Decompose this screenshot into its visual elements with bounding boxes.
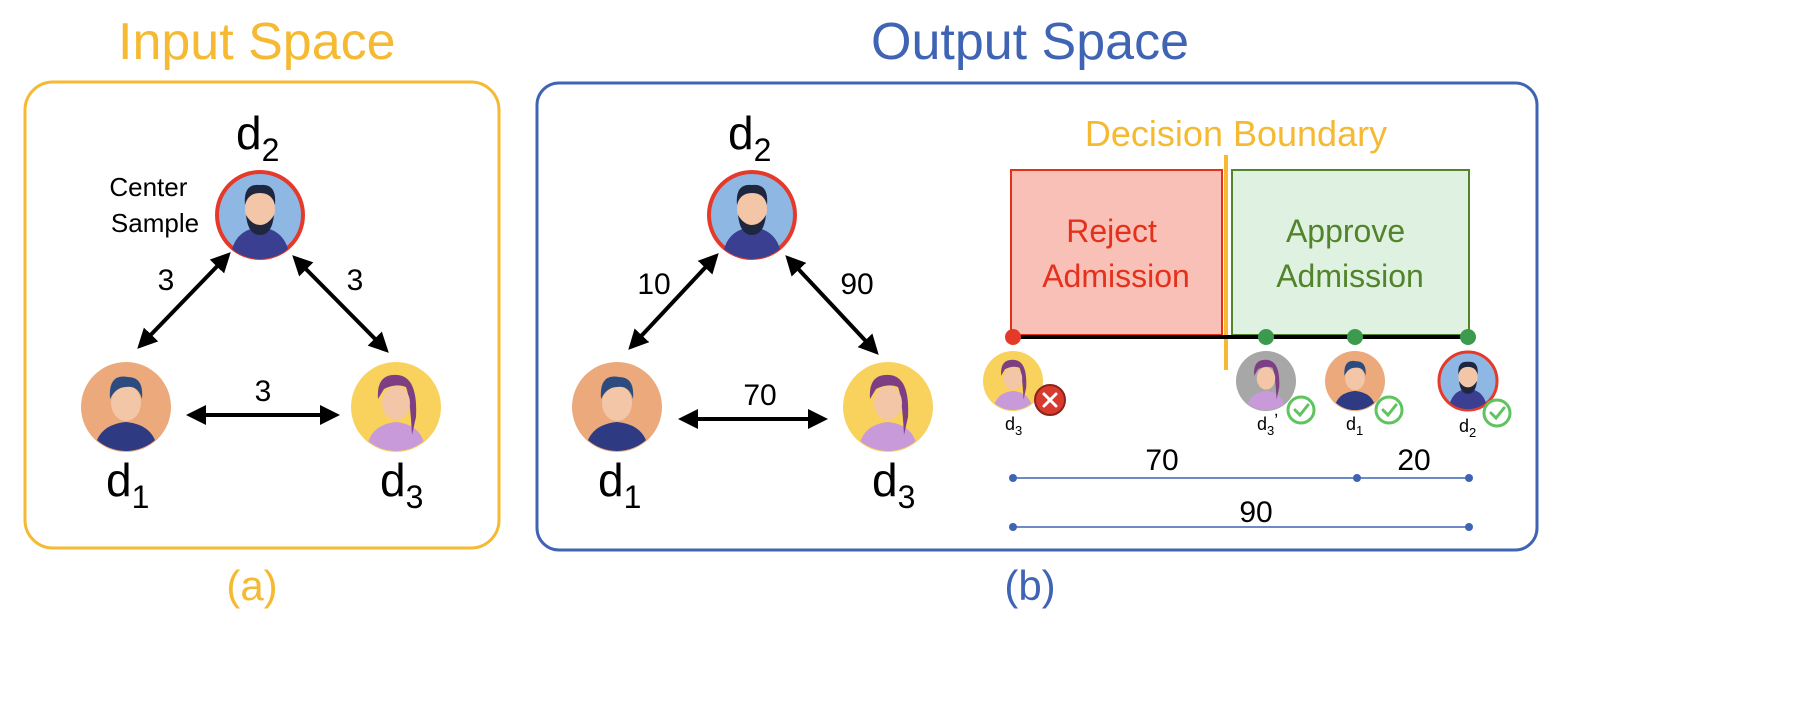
input-space-panel <box>23 80 501 550</box>
caption-a: (a) <box>226 562 278 609</box>
node-label-d1-a: d1 <box>106 454 149 515</box>
approve-admission-label: Approve Admission <box>1276 213 1424 294</box>
node-label-d3-a: d3 <box>380 454 423 515</box>
approve-check-icon <box>1482 398 1512 428</box>
point-d3-marker <box>1005 329 1021 345</box>
avatar-d2-a <box>215 170 305 260</box>
bearded-man-icon <box>230 184 290 259</box>
node-label-d3-b: d3 <box>872 454 915 515</box>
small-avatar-d2 <box>1437 350 1499 412</box>
ruler-end-dot <box>1465 523 1473 531</box>
point-d3-prime-marker <box>1258 329 1274 345</box>
point-label-d2: d2 <box>1459 416 1476 440</box>
input-space-title: Input Space <box>118 13 396 71</box>
woman-icon <box>993 359 1033 411</box>
node-label-d1-b: d1 <box>598 454 641 515</box>
edge-weight-d1-d3-b: 70 <box>743 379 776 412</box>
decision-boundary-label: Decision Boundary <box>1085 113 1387 154</box>
avatar-d1-a <box>81 362 171 452</box>
output-space-title: Output Space <box>871 13 1189 71</box>
point-label-d3: d3 <box>1005 414 1022 438</box>
bearded-man-icon <box>722 184 782 259</box>
avatar-d1-b <box>572 362 662 452</box>
edge-d2-d3-b <box>785 255 879 355</box>
output-space-panel <box>535 81 1539 552</box>
avatar-d3-a <box>351 362 441 452</box>
edge-d2-d3-a <box>292 255 389 353</box>
point-label-d3-prime: d3ʼ <box>1257 411 1278 438</box>
woman-gray-icon <box>1246 359 1286 411</box>
edge-d1-d2-b <box>628 253 719 350</box>
avatar-d3-b <box>843 362 933 452</box>
ruler-end-dot <box>1465 474 1473 482</box>
reject-x-icon <box>1034 384 1066 416</box>
edge-weight-d2-d3-b: 90 <box>840 268 873 301</box>
approve-region <box>1231 169 1470 336</box>
node-label-d2-b: d2 <box>728 107 771 168</box>
ruler-end-dot <box>1353 474 1361 482</box>
small-avatar-d3 <box>983 351 1043 411</box>
point-d2-marker <box>1460 329 1476 345</box>
reject-region <box>1010 169 1223 336</box>
ruler-end-dot <box>1009 474 1017 482</box>
point-label-d1: d1 <box>1346 414 1363 438</box>
ruler-end-dot <box>1009 523 1017 531</box>
point-d1-marker <box>1347 329 1363 345</box>
node-label-d2-a: d2 <box>236 107 279 168</box>
approve-check-icon <box>1374 395 1404 425</box>
edge-weight-d2-d3-a: 3 <box>347 264 364 297</box>
woman-icon <box>858 374 918 451</box>
edge-d1-d2-a <box>137 252 231 349</box>
small-avatar-d3-prime <box>1236 351 1296 411</box>
distance-label-d1-d2: 20 <box>1397 444 1430 477</box>
avatar-d2-b <box>707 170 797 260</box>
woman-icon <box>366 374 426 451</box>
bearded-man-icon <box>1448 361 1488 410</box>
reject-admission-label: Reject Admission <box>1042 213 1190 294</box>
approve-check-icon <box>1286 395 1316 425</box>
center-sample-note: Center Sample <box>109 172 199 238</box>
small-avatar-d1 <box>1325 351 1385 411</box>
edge-weight-d1-d3-a: 3 <box>255 375 272 408</box>
distance-label-d3-d1: 70 <box>1145 444 1178 477</box>
distance-label-d3-d2: 90 <box>1239 496 1272 529</box>
edge-weight-d1-d2-b: 10 <box>637 268 670 301</box>
caption-b: (b) <box>1004 562 1056 609</box>
edge-weight-d1-d2-a: 3 <box>158 264 175 297</box>
